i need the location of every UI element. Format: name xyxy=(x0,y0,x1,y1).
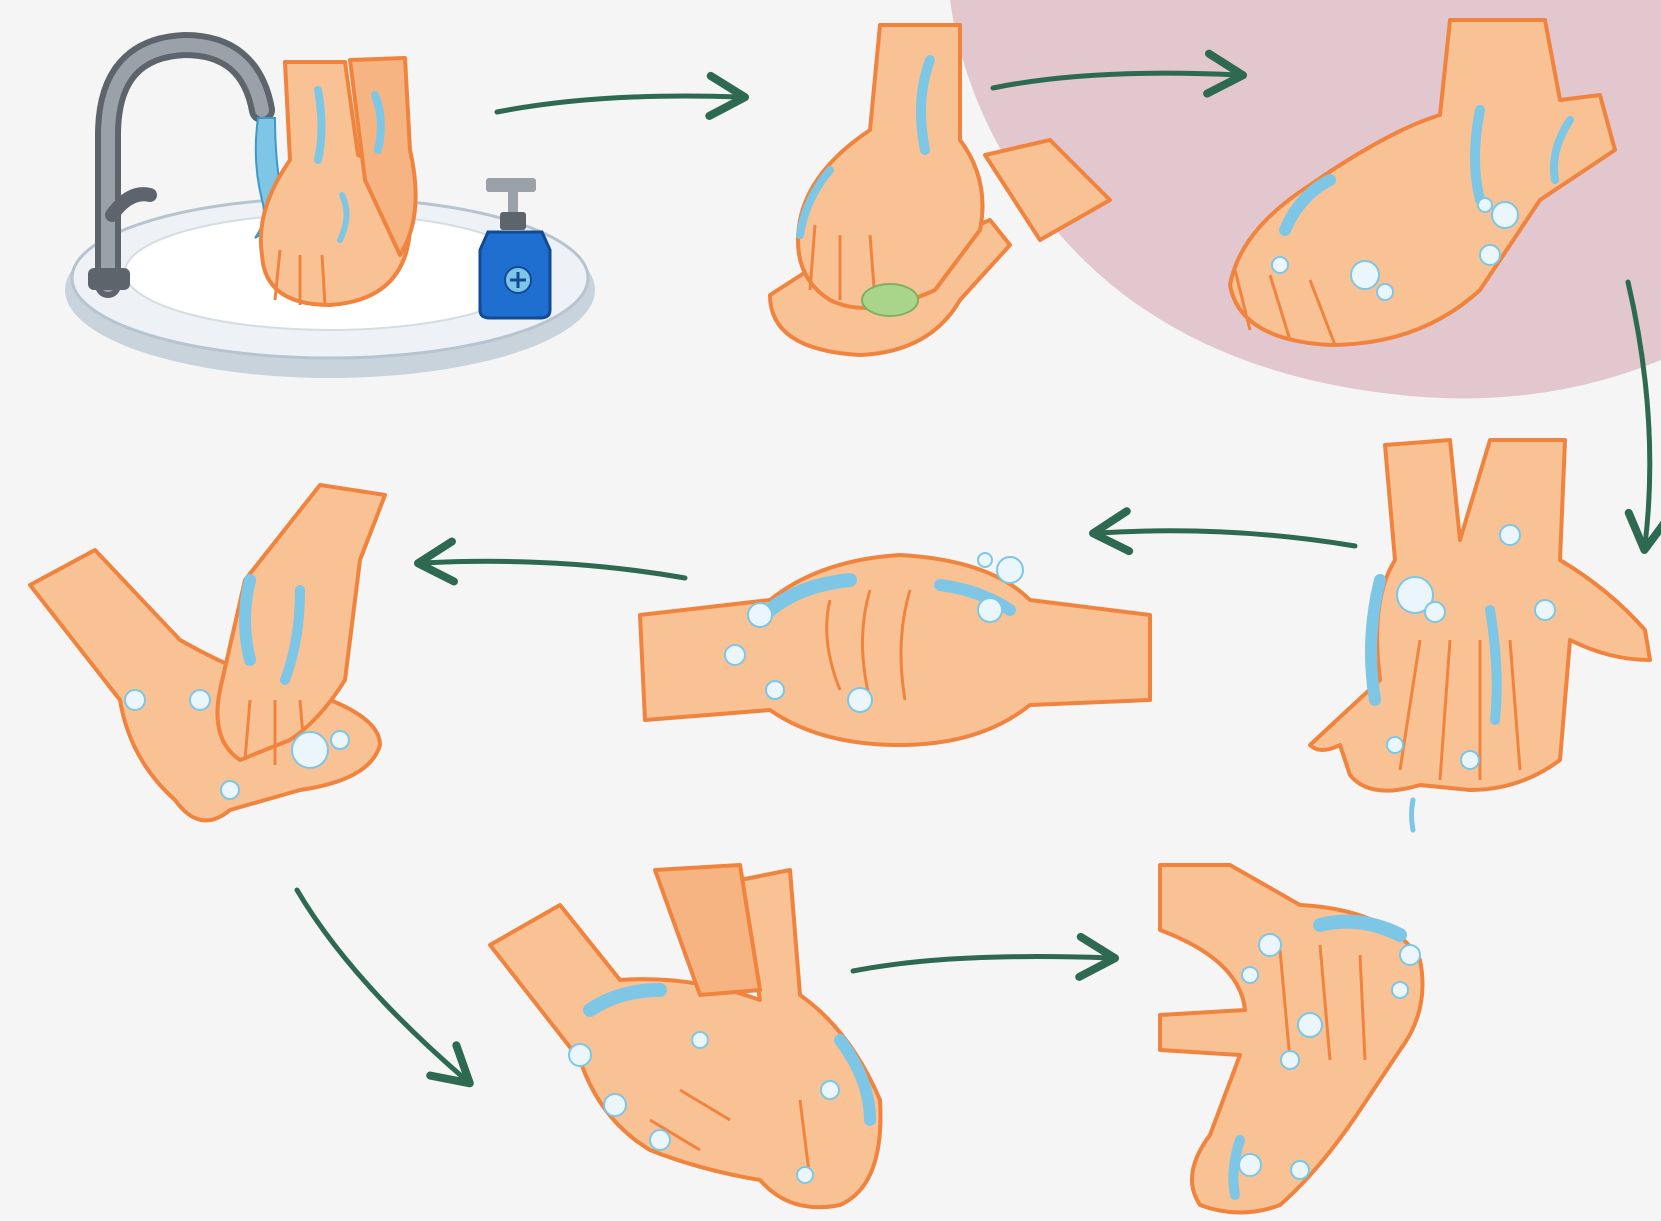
soap-bar-icon xyxy=(862,284,918,316)
